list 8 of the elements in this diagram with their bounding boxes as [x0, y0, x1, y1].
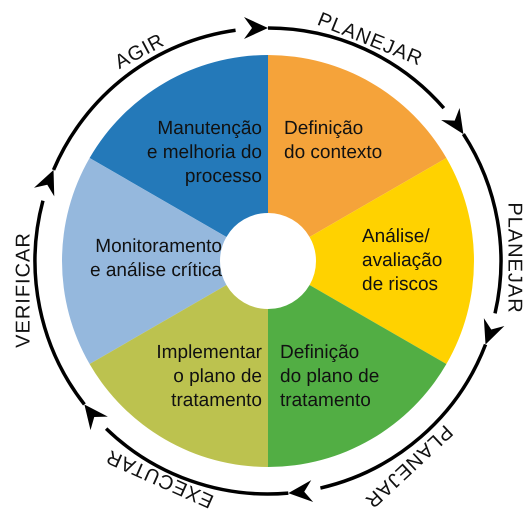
segment-label: Análise/ avaliação de riscos: [362, 225, 444, 297]
phase-label: PLANEJAR: [502, 202, 526, 314]
segment-label: Definição do contexto: [284, 117, 384, 165]
segment-label: Monitoramento e análise crítica: [88, 235, 222, 283]
segment-label: Implementar o plano de tratamento: [155, 341, 262, 413]
phase-label: VERIFICAR: [12, 232, 36, 348]
segment-label: Manutenção e melhoria do processo: [146, 117, 262, 189]
segment-label: Definição do plano de tratamento: [280, 341, 380, 413]
